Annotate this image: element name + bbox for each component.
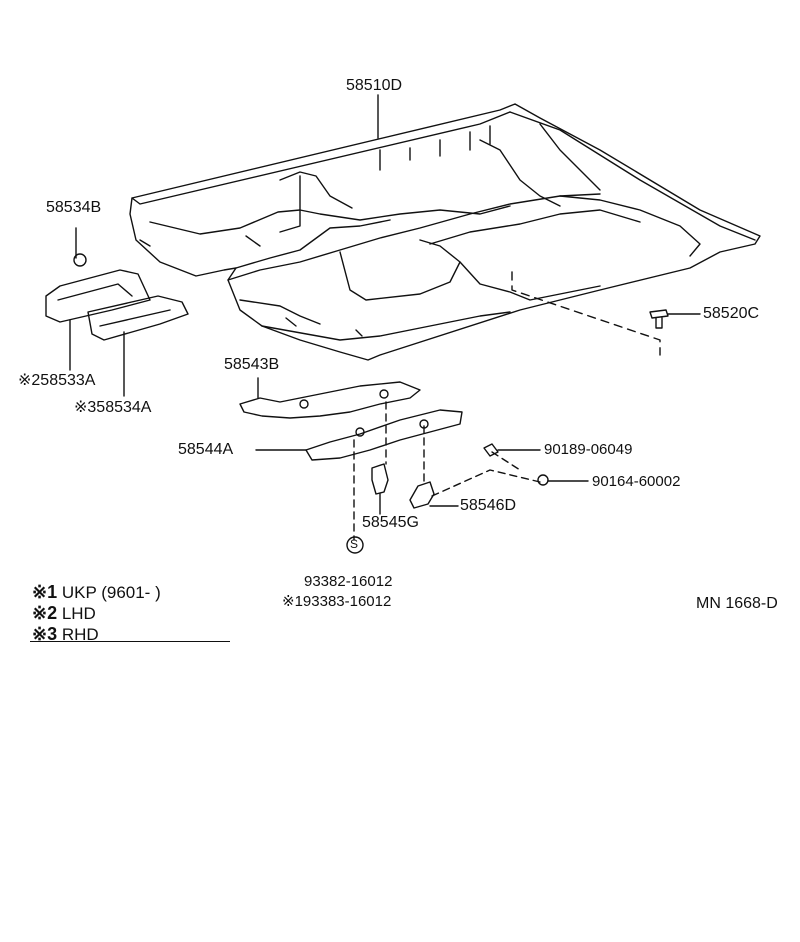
legend-row-2: ※2 LHD — [32, 603, 161, 624]
label-58543b: 58543B — [224, 356, 280, 373]
legend-row-3: ※3 RHD — [32, 624, 161, 645]
bracket-58546d-shape — [409, 481, 435, 509]
label-58546d: 58546D — [460, 497, 517, 514]
label-58533a: ※258533A — [18, 372, 96, 389]
label-93383: ※193383-16012 — [282, 593, 392, 610]
legend-text: UKP (9601- ) — [61, 583, 161, 602]
s-mark-label: S — [350, 537, 359, 551]
bolt-90189-shape — [483, 443, 499, 457]
member-58544a-shape — [305, 409, 463, 461]
plug-58534b-shape — [73, 227, 87, 267]
legend: ※1 UKP (9601- ) ※2 LHD ※3 RHD — [30, 582, 230, 645]
diagram-code: MN 1668-D — [696, 595, 778, 612]
label-93382: 93382-16012 — [304, 573, 393, 590]
label-58545g: 58545G — [362, 514, 419, 531]
label-58534b: 58534B — [46, 199, 102, 216]
dash-assembly — [353, 401, 541, 541]
label-90164: 90164-60002 — [592, 473, 681, 490]
label-58510d: 58510D — [346, 77, 403, 94]
legend-text: RHD — [61, 625, 99, 644]
legend-text: LHD — [61, 604, 96, 623]
label-58544a: 58544A — [178, 441, 234, 458]
legend-mark: ※2 — [32, 603, 58, 623]
s-mark-circle — [346, 536, 364, 554]
legend-mark: ※3 — [32, 624, 58, 644]
legend-mark: ※1 — [32, 582, 58, 602]
bolt-90164-shape — [537, 474, 549, 486]
plug-58520c-shape — [649, 309, 669, 329]
legend-underline — [30, 641, 230, 642]
legend-row-1: ※1 UKP (9601- ) — [32, 582, 161, 603]
member-58543b-shape — [239, 381, 421, 419]
label-58534a: ※358534A — [74, 399, 152, 416]
bracket-58533a-shape — [45, 269, 189, 341]
floor-pan-shape — [129, 103, 761, 361]
dash-floor-pan — [511, 271, 661, 356]
label-58520c: 58520C — [703, 305, 760, 322]
label-90189: 90189-06049 — [544, 441, 633, 458]
bracket-58545g-shape — [371, 463, 389, 495]
